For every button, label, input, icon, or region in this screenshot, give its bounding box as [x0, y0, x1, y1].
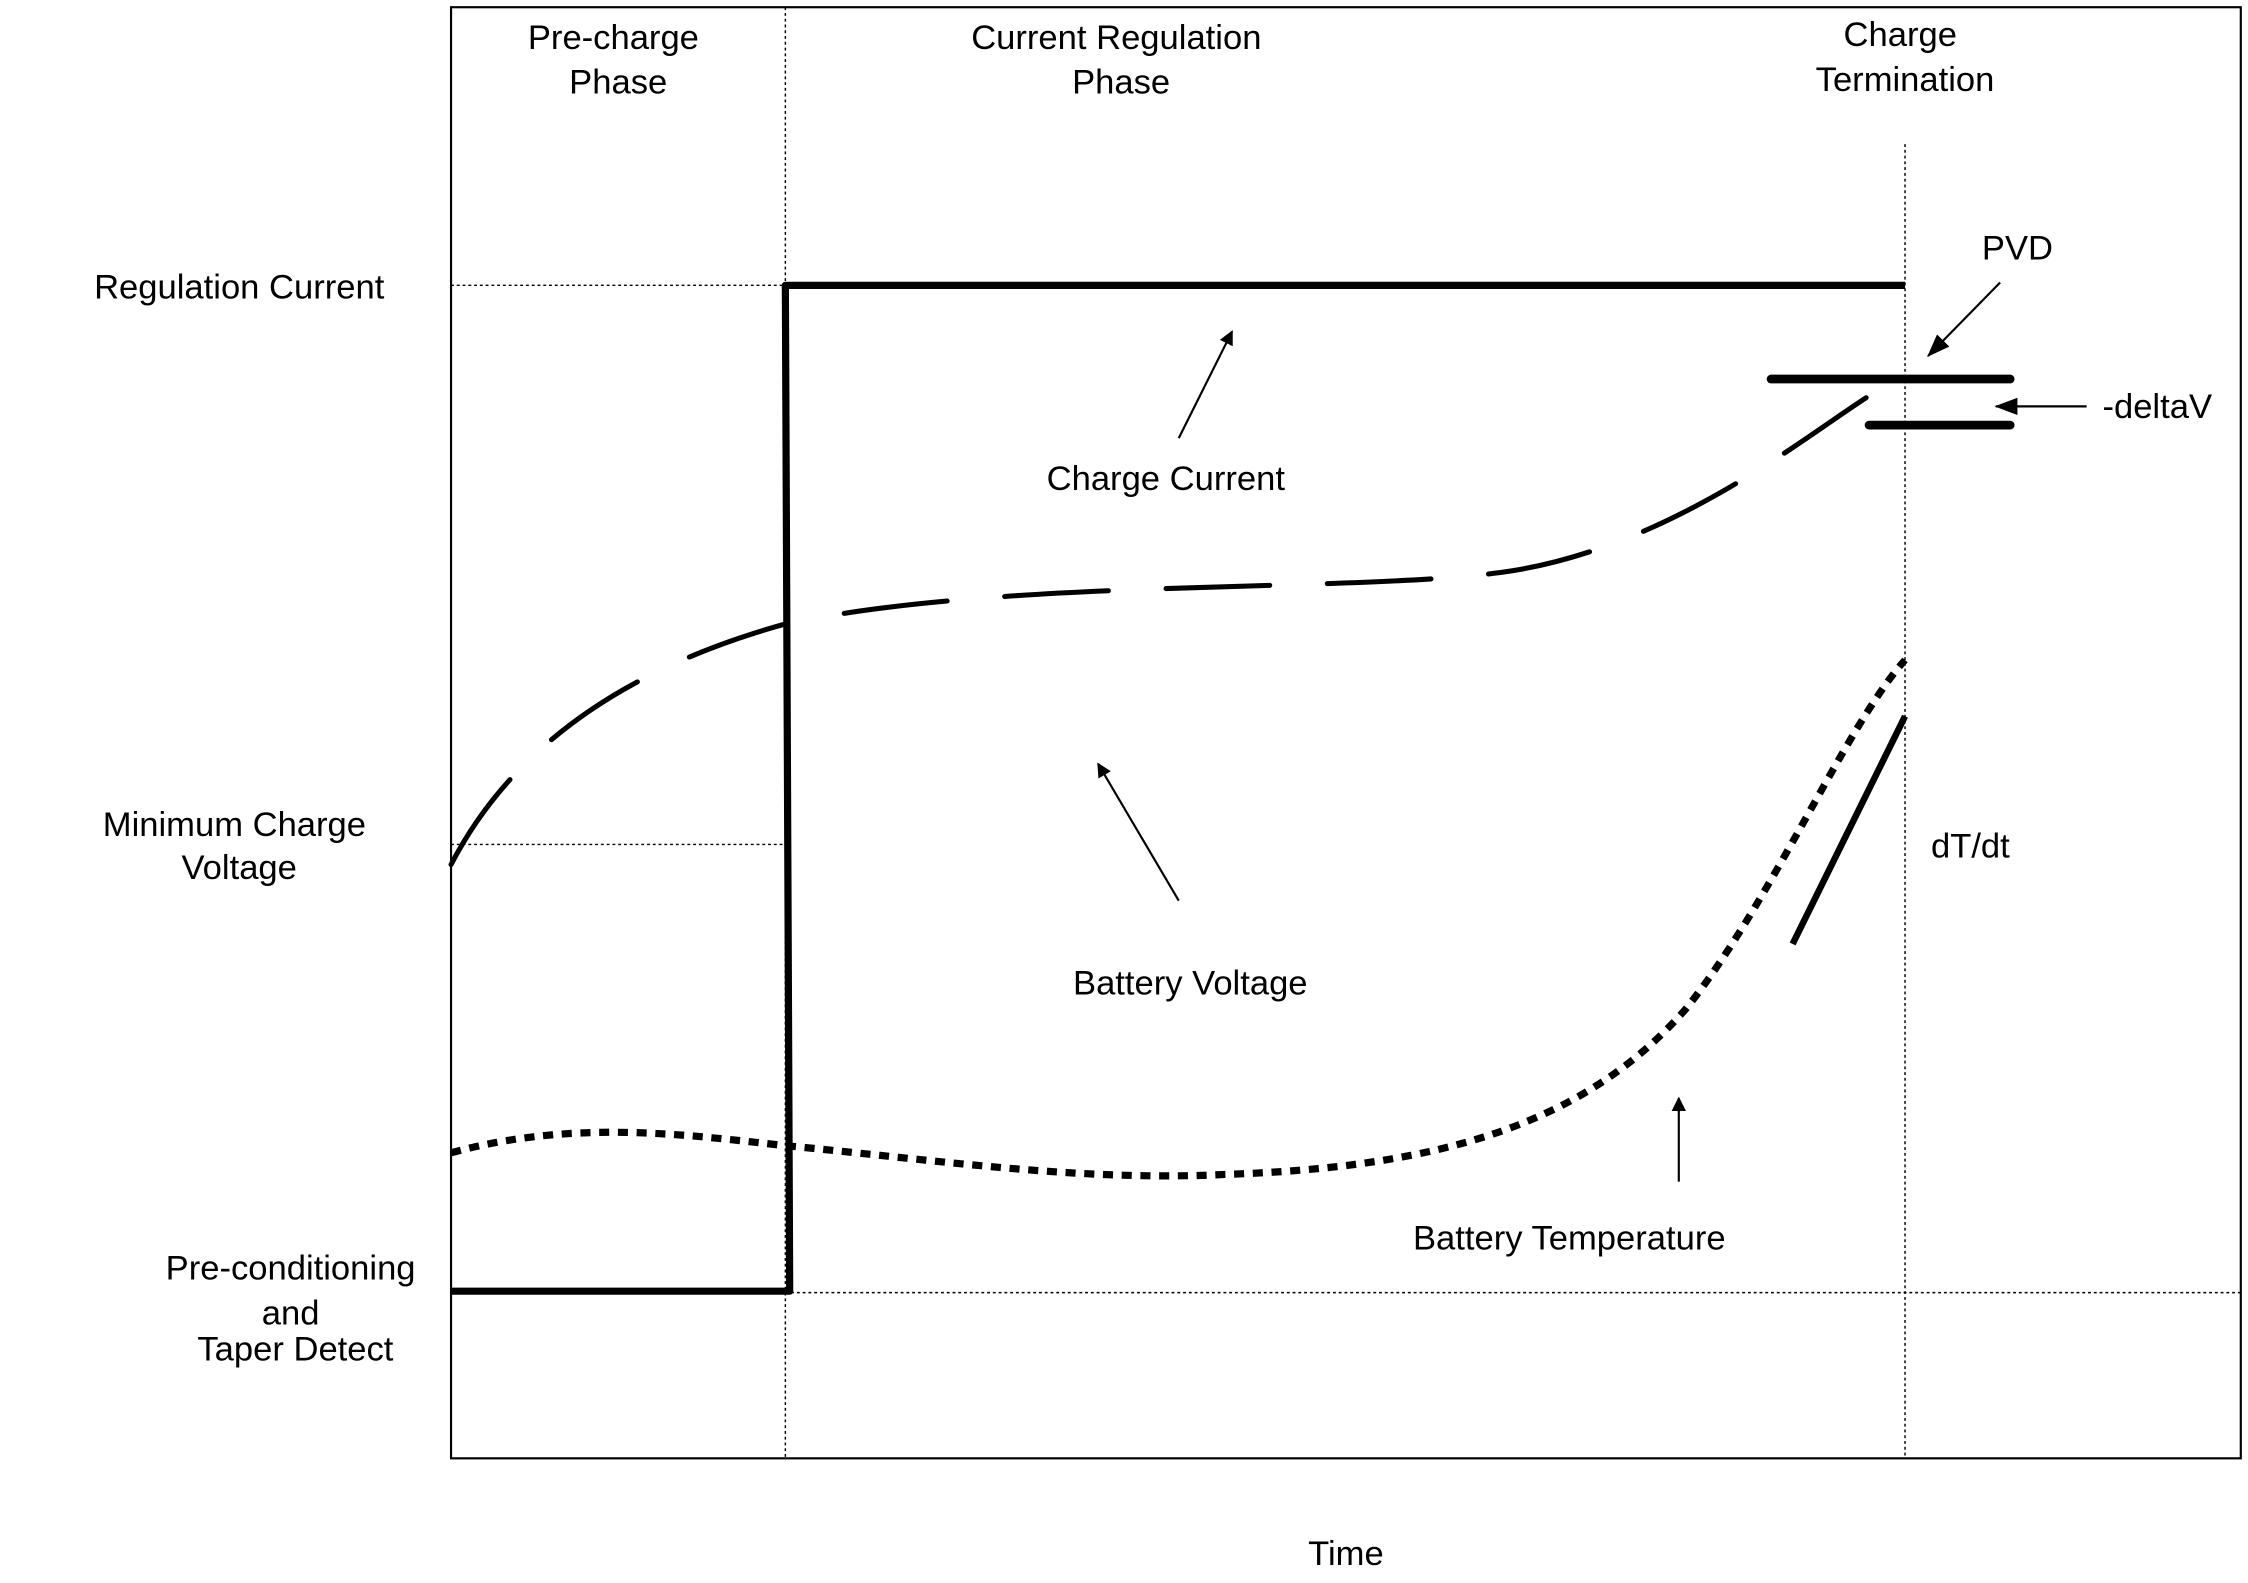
- y-label-preconditioning: Pre-conditioning and Taper Detect: [166, 1250, 426, 1369]
- battery-temperature-curve: [450, 657, 1908, 1180]
- label-delta-v: -deltaV: [2102, 388, 2212, 426]
- phase-label-precharge: Pre-charge Phase: [528, 19, 709, 102]
- y-label-regulation-current: Regulation Current: [94, 268, 385, 306]
- label-dtdt: dT/dt: [1931, 827, 2010, 865]
- plot-frame: [449, 6, 2242, 1460]
- battery-voltage-curve: [448, 395, 1869, 868]
- battery-voltage-arrow: [1097, 762, 1180, 902]
- y-label-minimum-charge-voltage: Minimum Charge Voltage: [103, 806, 376, 887]
- phase-label-current-regulation: Current Regulation Phase: [971, 19, 1271, 102]
- x-axis-label: Time: [1308, 1535, 1384, 1573]
- charge-current-curve: [451, 281, 1906, 1295]
- label-charge-current: Charge Current: [1047, 460, 1286, 498]
- dtdt-slope-line: [1789, 714, 1908, 946]
- pvd-arrow: [1927, 281, 2001, 357]
- charge-current-arrow: [1177, 330, 1234, 439]
- label-battery-temperature: Battery Temperature: [1413, 1219, 1726, 1257]
- label-pvd: PVD: [1982, 229, 2053, 267]
- label-battery-voltage: Battery Voltage: [1073, 964, 1308, 1002]
- phase-label-termination: Charge Termination: [1816, 16, 1995, 99]
